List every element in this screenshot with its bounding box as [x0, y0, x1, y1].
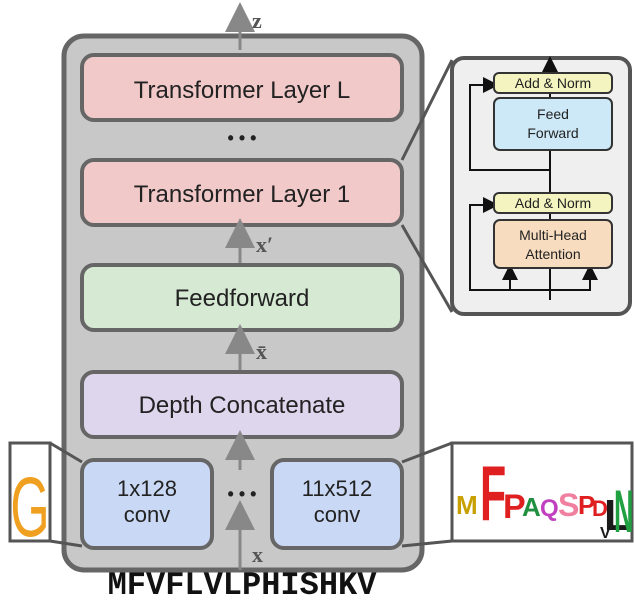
left-motif-box — [8, 441, 52, 543]
depth-concatenate-label: Depth Concatenate — [139, 392, 346, 419]
left-motif-connector-top — [49, 441, 83, 464]
detail-connector-top — [400, 59, 454, 161]
conv-1x128-line2: conv — [124, 502, 170, 527]
right-motif-connector-top — [401, 441, 453, 464]
motif-letter-l: L — [604, 491, 631, 540]
input-label: x — [252, 542, 263, 567]
x-bar-label: x̄ — [256, 339, 267, 364]
attn-in-right — [550, 264, 598, 291]
transformer-layer-1-label: Transformer Layer 1 — [134, 181, 351, 208]
residual-top — [469, 77, 550, 171]
output-label: z — [252, 8, 262, 33]
motif-letter-s: S — [558, 487, 579, 523]
add-norm-bottom — [493, 192, 613, 214]
add-norm-top — [493, 72, 613, 94]
transformer-detail-panel — [450, 56, 632, 316]
motif-letter-f: F — [480, 451, 506, 538]
left-motif-connector-bottom — [49, 539, 83, 548]
conv-11x512-line1: 11x512 — [302, 476, 373, 501]
detail-attention-line2: Attention — [525, 246, 580, 262]
detail-feed-forward-line2: Forward — [527, 125, 578, 141]
motif-letter-d: D — [592, 496, 608, 521]
left-motif-letter: G — [10, 460, 49, 555]
detail-feed-forward-line1: Feed — [537, 106, 569, 122]
transformer-layer-l-label: Transformer Layer L — [134, 77, 351, 104]
layers-ellipsis: • • • — [228, 128, 257, 148]
conv-1x128-line1: 1x128 — [117, 476, 177, 501]
conv-11x512-line2: conv — [314, 502, 360, 527]
motif-letter-a: A — [522, 492, 541, 522]
conv-11x512 — [270, 458, 404, 550]
detail-connector-bottom — [400, 224, 454, 313]
transformer-layer-l — [80, 53, 404, 122]
motif-letter-q: Q — [540, 495, 559, 522]
input-sequence: MFVFLVLPHISHKV — [108, 567, 378, 602]
attn-in-left — [502, 264, 550, 291]
convs-ellipsis: • • • — [228, 484, 257, 504]
right-motif-box — [450, 441, 634, 543]
motif-letter-p: P — [503, 488, 526, 526]
feedforward-label: Feedforward — [175, 285, 310, 312]
add-norm-top-label: Add & Norm — [515, 75, 591, 91]
motif-letter-n: N — [614, 478, 633, 545]
add-norm-bottom-label: Add & Norm — [515, 195, 591, 211]
motif-letter-p2: P — [578, 490, 595, 520]
motif-letter-v: V — [600, 525, 611, 542]
x-prime-label: x′ — [256, 232, 273, 257]
conv-1x128 — [80, 458, 214, 550]
right-motif-connector-bottom — [401, 539, 453, 548]
detail-feed-forward — [493, 97, 613, 151]
detail-attention-line1: Multi-Head — [519, 227, 587, 243]
detail-multi-head-attention — [493, 219, 613, 269]
right-motif-logo: M F P A Q S P D L N V — [456, 451, 633, 545]
motif-letter-m: M — [456, 490, 478, 520]
